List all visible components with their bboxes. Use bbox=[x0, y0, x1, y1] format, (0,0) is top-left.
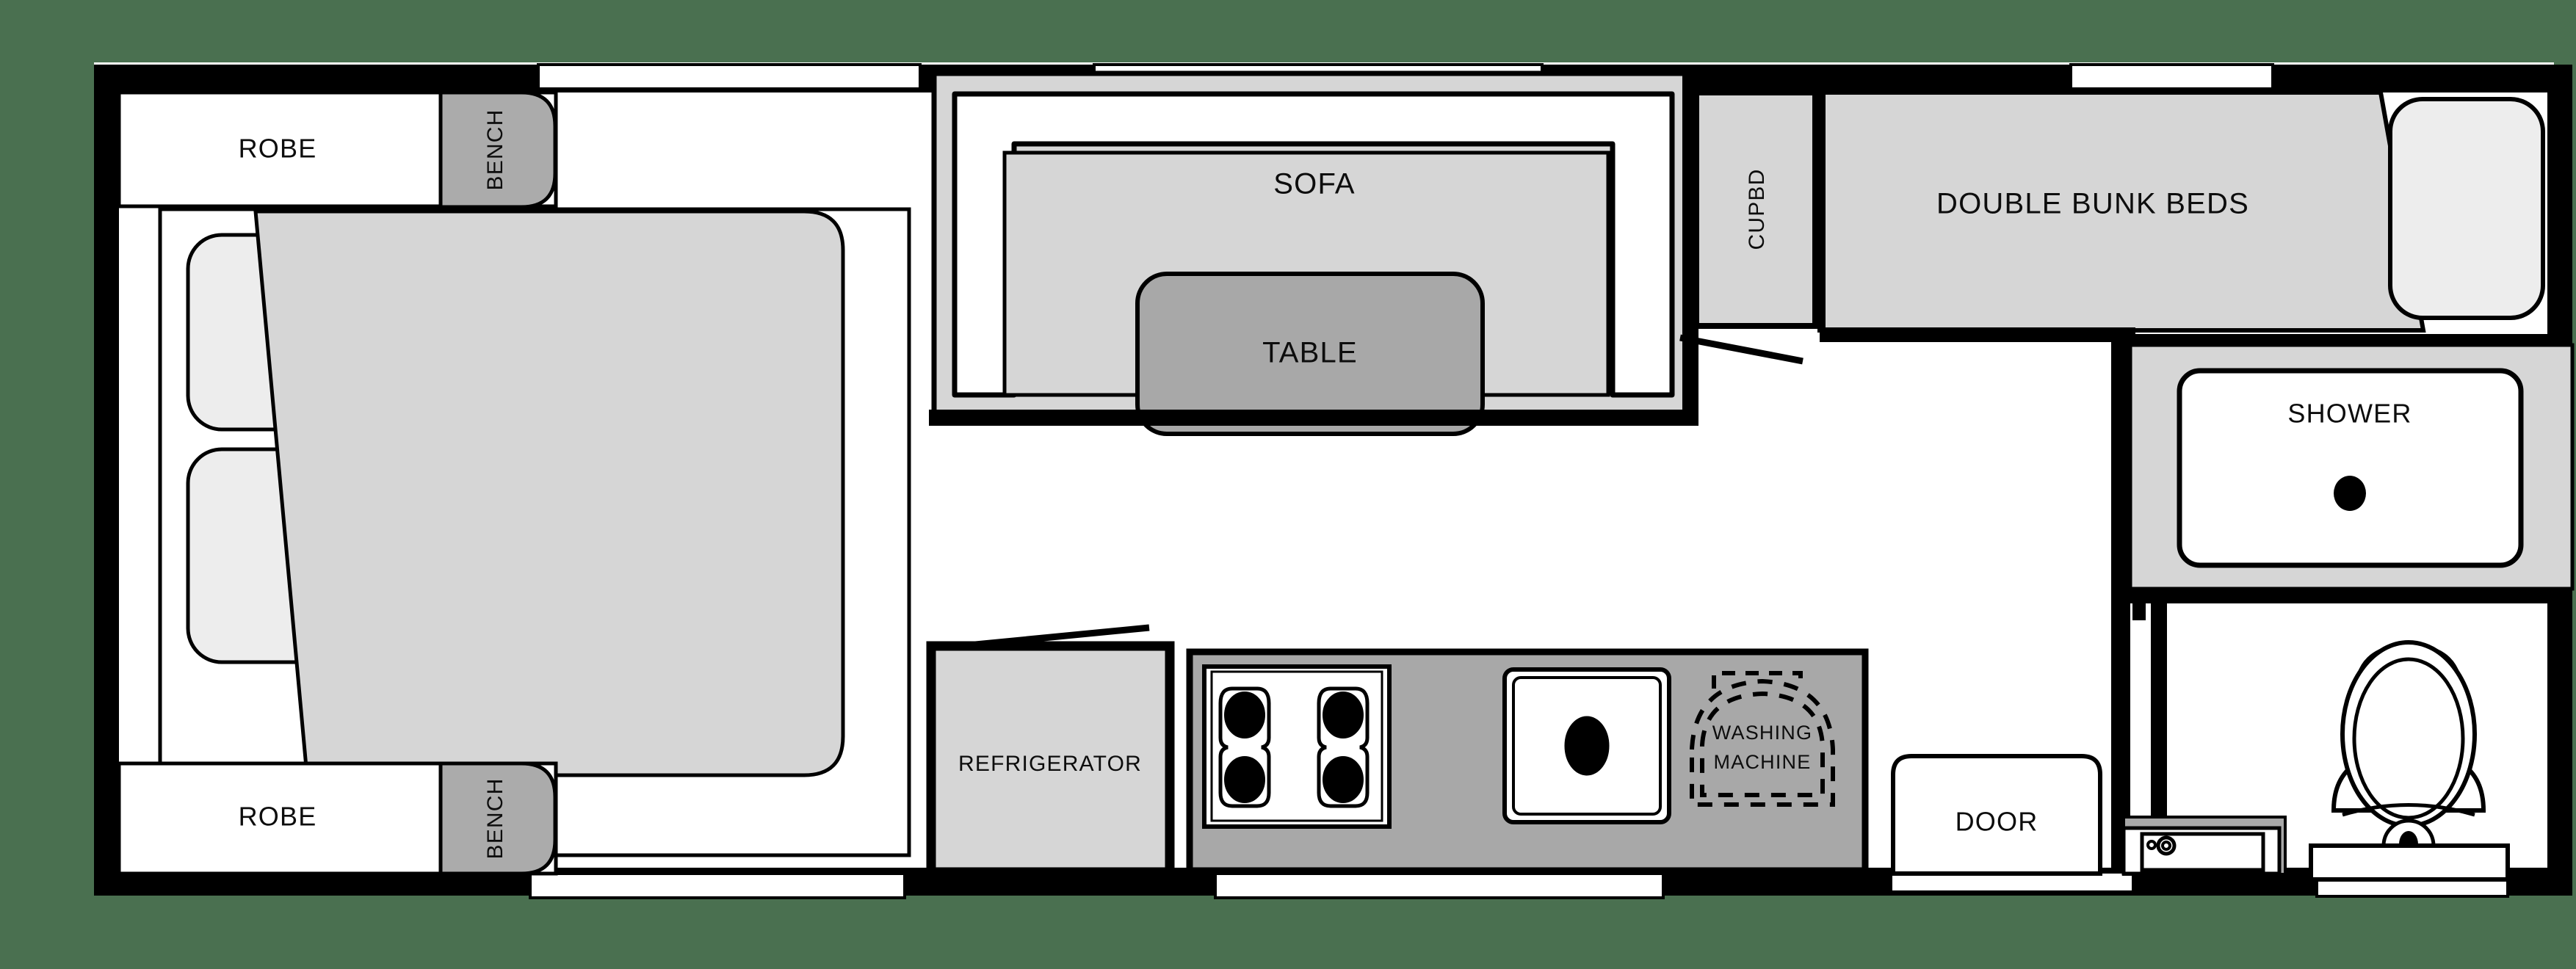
sofa-backrest bbox=[952, 91, 1675, 398]
robe-top-label: ROBE bbox=[239, 134, 317, 164]
washing-machine-lid bbox=[1712, 671, 1803, 689]
washing-machine-outline-inner bbox=[1700, 691, 1825, 797]
shower[interactable]: SHOWER bbox=[2128, 343, 2575, 591]
cupboard[interactable]: CUPBD bbox=[1693, 90, 1823, 329]
bunk-end-pad bbox=[2388, 97, 2545, 320]
window-top-1 bbox=[537, 63, 922, 90]
sofa-label: SOFA bbox=[1273, 168, 1356, 200]
toilet-seat-lip bbox=[2342, 803, 2475, 817]
toilet-bowl-inner bbox=[2352, 657, 2465, 820]
partition-cupboard-right bbox=[1812, 92, 1826, 329]
shower-tray bbox=[2177, 368, 2524, 568]
bench-top-label: BENCH bbox=[483, 109, 507, 190]
window-bottom-1 bbox=[529, 872, 906, 899]
washing-machine-label-2: MACHINE bbox=[1714, 751, 1812, 773]
shower-label: SHOWER bbox=[2287, 399, 2412, 429]
partition-right-of-sofa bbox=[1682, 73, 1698, 411]
table-label: TABLE bbox=[1262, 337, 1358, 369]
interior-partitions bbox=[929, 73, 2135, 426]
bench-bottom-label: BENCH bbox=[483, 777, 507, 859]
vanity-tap-icon bbox=[2146, 840, 2157, 850]
bunk-beds-label: DOUBLE BUNK BEDS bbox=[1936, 188, 2249, 220]
vanity-drain-icon bbox=[2156, 835, 2177, 856]
bench-bottom[interactable]: BENCH bbox=[438, 761, 557, 876]
window-top-3 bbox=[2069, 63, 2274, 90]
bathroom-wall-left bbox=[2111, 334, 2130, 874]
bathroom-wall-return bbox=[2151, 532, 2167, 876]
bench-top[interactable]: BENCH bbox=[438, 90, 557, 209]
refrigerator[interactable]: REFRIGERATOR bbox=[926, 641, 1175, 877]
bed-mattress[interactable] bbox=[253, 209, 845, 777]
entry-door-label: DOOR bbox=[1955, 807, 2038, 837]
entry-door[interactable]: DOOR bbox=[1891, 754, 2102, 876]
bunk-beds[interactable]: DOUBLE BUNK BEDS bbox=[1817, 90, 2426, 333]
sink-drain-icon bbox=[1564, 716, 1610, 776]
cupboard-label: CUPBD bbox=[1745, 168, 1769, 250]
burner-group-left bbox=[1218, 686, 1271, 808]
cupboard-door-leader-line bbox=[1679, 334, 1803, 365]
partition-under-sofa bbox=[929, 410, 1698, 426]
burner-icon-3[interactable] bbox=[1224, 756, 1265, 803]
shower-drain-icon bbox=[2334, 476, 2366, 511]
table-group[interactable]: TABLE bbox=[1135, 272, 1485, 436]
vanity[interactable] bbox=[2121, 816, 2287, 876]
cooktop[interactable] bbox=[1202, 664, 1392, 829]
sink[interactable] bbox=[1502, 667, 1671, 824]
vanity-drain-inner-icon bbox=[2161, 841, 2171, 851]
bathroom-wall-under-shower bbox=[2130, 587, 2572, 603]
robe-bottom-label: ROBE bbox=[239, 802, 317, 832]
burner-icon-2[interactable] bbox=[1323, 692, 1364, 738]
partition-under-bunks bbox=[1820, 327, 2135, 342]
toilet-base bbox=[2309, 843, 2510, 882]
toilet[interactable] bbox=[2309, 640, 2510, 882]
washing-machine-outline-outer bbox=[1690, 678, 1835, 807]
burner-group-right bbox=[1317, 686, 1370, 808]
burner-icon-4[interactable] bbox=[1323, 756, 1364, 803]
window-bottom-2 bbox=[1214, 872, 1665, 899]
refrigerator-label: REFRIGERATOR bbox=[958, 752, 1142, 776]
washing-machine[interactable]: WASHING MACHINE bbox=[1690, 671, 1835, 807]
refrigerator-door-leader-line bbox=[967, 624, 1150, 649]
burner-icon-1[interactable] bbox=[1224, 692, 1265, 738]
washing-machine-label-1: WASHING bbox=[1712, 722, 1812, 744]
